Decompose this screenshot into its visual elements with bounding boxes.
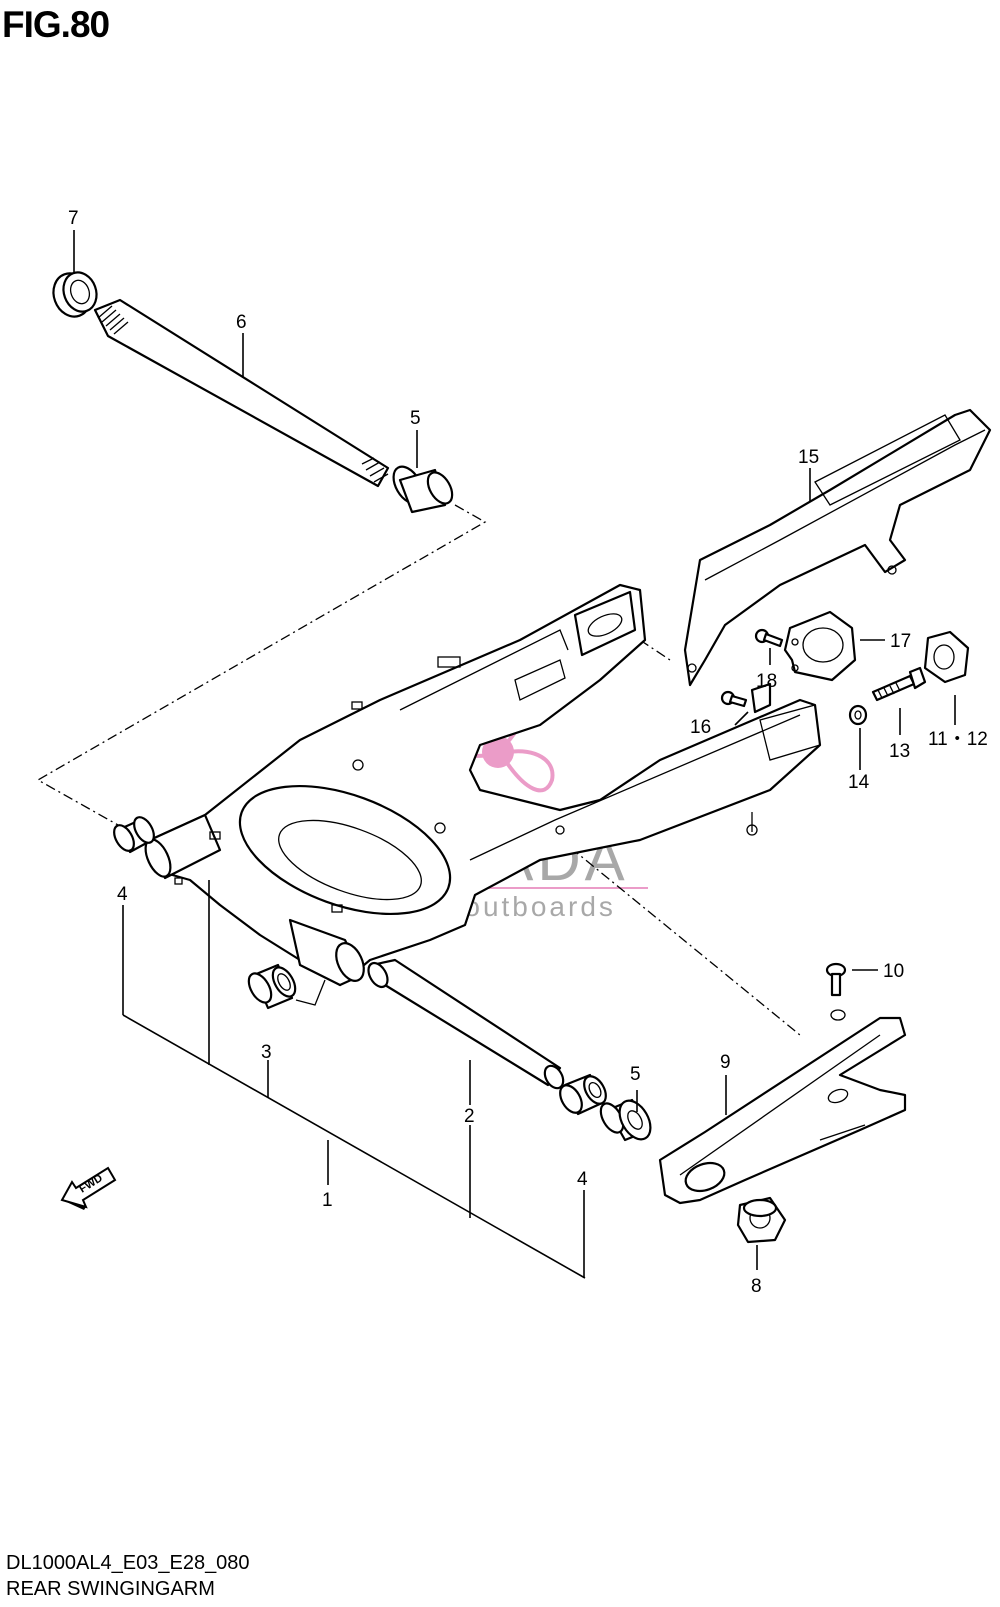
callout-11-12: 11・12 <box>928 729 988 750</box>
callout-14: 14 <box>848 772 870 793</box>
part-8-nut <box>736 1196 787 1244</box>
part-5-collar-lower <box>599 1098 652 1142</box>
callout-16: 16 <box>690 717 711 738</box>
part-1-swingarm <box>144 583 822 987</box>
part-2-spacer <box>367 958 565 1090</box>
callout-18: 18 <box>756 671 777 692</box>
watermark-underline <box>348 887 648 889</box>
part-13-bolt <box>871 666 927 702</box>
part-4-bearing-left <box>113 816 155 854</box>
callout-4-left: 4 <box>117 884 128 905</box>
callout-17: 17 <box>890 631 911 652</box>
callout-8: 8 <box>751 1276 762 1297</box>
part-15-chain-cover <box>683 408 992 687</box>
leader-lines <box>73 230 956 1279</box>
callout-9: 9 <box>720 1052 731 1073</box>
callout-13: 13 <box>889 741 910 762</box>
part-5-collar-upper <box>392 465 454 514</box>
part-16-screw <box>720 690 748 708</box>
fwd-arrow-icon: FWD <box>60 1166 117 1210</box>
part-6-pivot-shaft <box>93 298 390 488</box>
diagram-name: REAR SWINGINGARM <box>6 1578 215 1600</box>
callout-5-upper: 5 <box>410 408 421 429</box>
part-4-bearing-right <box>559 1073 607 1116</box>
callout-5-lower: 5 <box>630 1064 641 1085</box>
callout-7: 7 <box>68 208 79 229</box>
callouts: 7 6 5 15 17 18 11・12 16 13 14 4 10 3 9 5… <box>68 208 988 1297</box>
assembly-lines <box>36 504 801 1036</box>
part-9-chain-buffer <box>658 1016 907 1205</box>
part-7-nut <box>52 271 98 318</box>
callout-15: 15 <box>798 447 819 468</box>
figure-title: FIG.80 <box>2 4 110 45</box>
callout-4-right: 4 <box>577 1169 588 1190</box>
callout-2: 2 <box>464 1106 475 1127</box>
part-11-12-adjuster-block <box>923 630 970 684</box>
part-14-washer <box>848 704 868 726</box>
part-18-screw <box>754 628 784 648</box>
callout-10: 10 <box>883 961 904 982</box>
callout-1: 1 <box>322 1190 333 1211</box>
part-3-bearing <box>247 963 326 1010</box>
diagram-code: DL1000AL4_E03_E28_080 <box>6 1552 250 1574</box>
part-10-bolt <box>825 962 847 1021</box>
part-17-plate <box>783 610 857 682</box>
callout-3: 3 <box>261 1042 272 1063</box>
callout-6: 6 <box>236 312 247 333</box>
